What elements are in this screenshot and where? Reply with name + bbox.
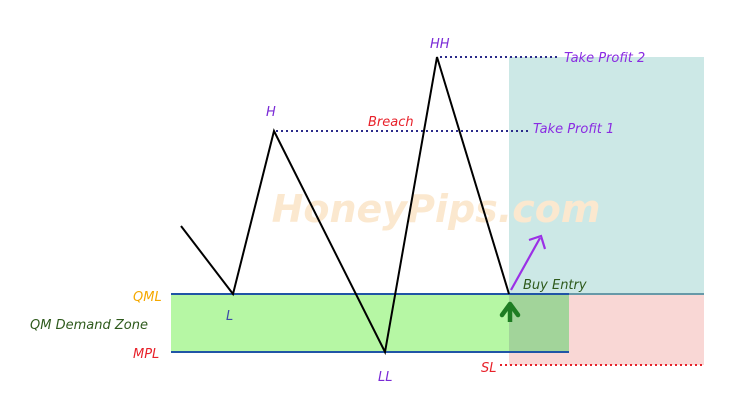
- stop-loss-label: SL: [481, 361, 497, 376]
- arrow-up-right-icon: [510, 234, 547, 291]
- mpl-label: MPL: [133, 347, 159, 362]
- breach-label: Breach: [368, 115, 414, 130]
- buy-entry-label: Buy Entry: [523, 278, 587, 293]
- high-label: H: [266, 105, 276, 120]
- qml-label: QML: [133, 290, 162, 305]
- lower-low-label: LL: [378, 370, 393, 385]
- low-label: L: [226, 309, 233, 324]
- profit-area: [509, 57, 704, 294]
- entry-zone-overlap: [509, 294, 569, 352]
- watermark: HoneyPips.com: [272, 187, 601, 231]
- higher-high-label: HH: [430, 37, 450, 52]
- arrow-up-icon: [499, 301, 521, 322]
- zone-label: QM Demand Zone: [30, 318, 148, 333]
- price-path: [180, 56, 510, 356]
- take-profit-2-label: Take Profit 2: [564, 51, 645, 66]
- take-profit-1-label: Take Profit 1: [533, 122, 614, 137]
